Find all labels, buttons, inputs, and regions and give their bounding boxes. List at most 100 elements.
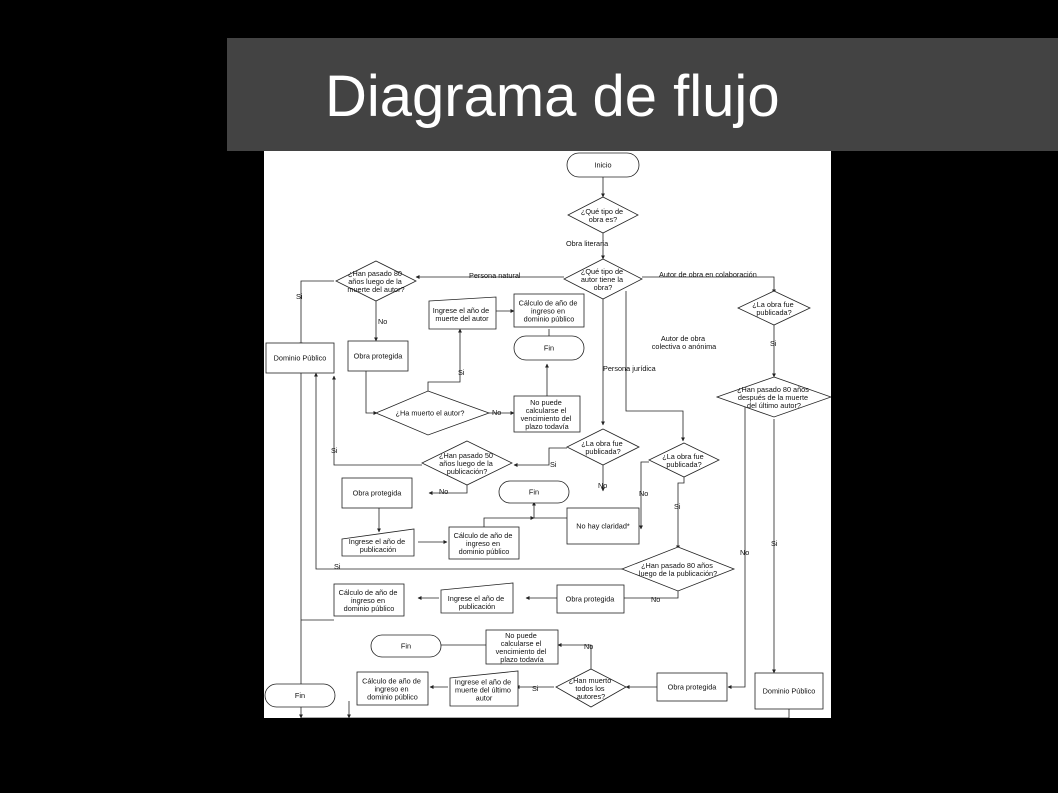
node-text-line: Inicio [594, 161, 611, 170]
label-autor-colectiva: Autor de obra colectiva o anónima [652, 334, 717, 351]
node-text-line: Obra protegida [566, 595, 616, 604]
svg-text:Cálculo de año de ingres: Cálculo de año de ingreso en dominio púb… [362, 676, 423, 701]
node-text-line: No puede [505, 631, 537, 640]
label-no: No [584, 642, 593, 651]
node-text-line: del último autor? [747, 401, 801, 410]
svg-text:Cálculo de año de ingres: Cálculo de año de ingreso en dominio púb… [519, 298, 580, 323]
ingrese-pub-2-input: Ingrese el año de publicación [440, 582, 514, 614]
juridica-publicada-decision: ¿La obra fue publicada? [566, 428, 640, 466]
colectiva-80-decision: ¿Han pasado 80 años luego de la publicac… [620, 546, 736, 592]
svg-text:¿Qué tipo de autor tiene: ¿Qué tipo de autor tiene la obra? [581, 267, 625, 292]
node-text-line: No hay claridad* [576, 522, 630, 531]
svg-text:¿Han pasado 50 años lueg: ¿Han pasado 50 años luego de la publicac… [439, 451, 495, 476]
work-type-decision: ¿Qué tipo de obra es? [567, 196, 639, 234]
node-text-line: muerte del autor? [347, 285, 404, 294]
node-text-line: Cálculo de año de [519, 298, 578, 307]
node-text-line: obra es? [589, 215, 617, 224]
ha-muerto-decision: ¿Ha muerto el autor? [374, 390, 491, 436]
label-si: Si [770, 339, 777, 348]
node-text-line: autor [476, 693, 493, 702]
fin-1: Fin [513, 335, 585, 361]
node-text-line: todos los [575, 684, 605, 693]
svg-text:Cálculo de año de ingres: Cálculo de año de ingreso en dominio púb… [339, 588, 400, 613]
node-text-line: Fin [295, 691, 305, 700]
node-text-line: ingreso en [374, 684, 408, 693]
node-text-line: ¿Ha muerto el autor? [396, 409, 465, 418]
node-text-line: ¿La obra fue [662, 452, 703, 461]
svg-text:Fin: Fin [401, 642, 411, 651]
natural-80-decision: ¿Han pasado 80 años luego de la muerte d… [335, 260, 417, 302]
svg-text:Fin: Fin [529, 488, 539, 497]
node-text-line: Ingrese el año de [349, 537, 405, 546]
node-text-line: después de la muerte [738, 393, 808, 402]
svg-text:¿Han pasado 80 años desp: ¿Han pasado 80 años después de la muerte… [737, 385, 811, 410]
svg-text:Inicio: Inicio [594, 161, 611, 170]
node-text-line: Obra protegida [668, 683, 718, 692]
node-text-line: publicada? [666, 460, 701, 469]
label-no: No [639, 489, 648, 498]
label-si: Si [674, 502, 681, 511]
svg-text:Ingrese el año de public: Ingrese el año de publicación [349, 537, 407, 554]
node-text-line: Ingrese el año de [448, 594, 504, 603]
node-text-line: ingreso en [351, 596, 385, 605]
svg-text:Dominio Público: Dominio Público [274, 354, 327, 363]
node-text-line: ¿La obra fue [752, 300, 793, 309]
node-text-line: ¿Han pasado 50 [439, 451, 493, 460]
node-text-line: calcularse el [526, 406, 567, 415]
node-text-line: publicada? [756, 308, 791, 317]
node-text-line: luego de la publicación? [639, 569, 717, 578]
label-line: colectiva o anónima [652, 342, 717, 351]
author-type-decision: ¿Qué tipo de autor tiene la obra? [563, 258, 643, 300]
slide-title-bar: Diagrama de flujo [227, 38, 1058, 151]
svg-text:Obra protegida: Obra protegida [566, 595, 616, 604]
node-text-line: Obra protegida [353, 489, 403, 498]
svg-text:Fin: Fin [544, 344, 554, 353]
node-text-line: publicación [459, 602, 496, 611]
svg-text:¿La obra fue publicada?: ¿La obra fue publicada? [752, 300, 795, 317]
node-text-line: ¿Qué tipo de [581, 207, 623, 216]
label-no: No [598, 481, 607, 490]
label-si: Si [550, 460, 557, 469]
label-no: No [378, 317, 387, 326]
label-autor-colaboracion: Autor de obra en colaboración [659, 270, 757, 279]
dominio-publico-right: Dominio Público [754, 672, 824, 710]
svg-text:¿La obra fue publicada?: ¿La obra fue publicada? [662, 452, 705, 469]
label-no: No [439, 487, 448, 496]
node-text-line: Cálculo de año de [362, 676, 421, 685]
node-text-line: plazo todavía [525, 422, 569, 431]
colab-80-decision: ¿Han pasado 80 años después de la muerte… [715, 376, 831, 418]
flowchart: Inicio ¿Qué tipo de obra es? Obra litera… [264, 152, 831, 718]
node-text-line: autores? [577, 692, 605, 701]
colab-publicada-decision: ¿La obra fue publicada? [737, 290, 811, 326]
label-si: Si [334, 562, 341, 571]
ingrese-pub-1-input: Ingrese el año de publicación [341, 528, 415, 557]
label-persona-juridica: Persona jurídica [603, 364, 657, 373]
label-obra-literaria: Obra literaria [566, 239, 609, 248]
node-text-line: publicación? [447, 467, 488, 476]
obra-protegida-4: Obra protegida [656, 672, 728, 702]
fin-2: Fin [498, 480, 570, 504]
slide-title: Diagrama de flujo [325, 64, 780, 129]
svg-text:No hay claridad*: No hay claridad* [576, 522, 630, 531]
node-text-line: plazo todavía [500, 655, 544, 664]
label-no: No [492, 408, 501, 417]
node-text-line: dominio público [524, 314, 575, 323]
node-text-line: ¿Han pasado 80 años [737, 385, 809, 394]
node-text-line: ¿Han pasado 80 años [641, 561, 713, 570]
node-text-line: No puede [530, 398, 562, 407]
node-text-line: dominio público [459, 547, 510, 556]
label-persona-natural: Persona natural [469, 271, 521, 280]
todos-muerto-decision: ¿Han muerto todos los autores? [555, 668, 627, 708]
node-text-line: Ingrese el año de [433, 306, 489, 315]
svg-text:Ingrese el año de muerte: Ingrese el año de muerte del autor [433, 306, 491, 323]
node-text-line: ¿Han pasado 80 [348, 269, 402, 278]
svg-text:No puede calcularse el: No puede calcularse el vencimiento del p… [521, 398, 574, 431]
start-terminator: Inicio [566, 152, 640, 178]
node-text-line: años luego de la [348, 277, 402, 286]
svg-text:Ingrese el año de muerte: Ingrese el año de muerte del último auto… [455, 677, 513, 702]
no-puede-2: No puede calcularse el vencimiento del p… [485, 629, 559, 665]
svg-text:¿Ha muerto el autor?: ¿Ha muerto el autor? [396, 409, 465, 418]
flowchart-panel: Inicio ¿Qué tipo de obra es? Obra litera… [264, 151, 831, 718]
node-text-line: Cálculo de año de [339, 588, 398, 597]
node-text-line: ingreso en [466, 539, 500, 548]
